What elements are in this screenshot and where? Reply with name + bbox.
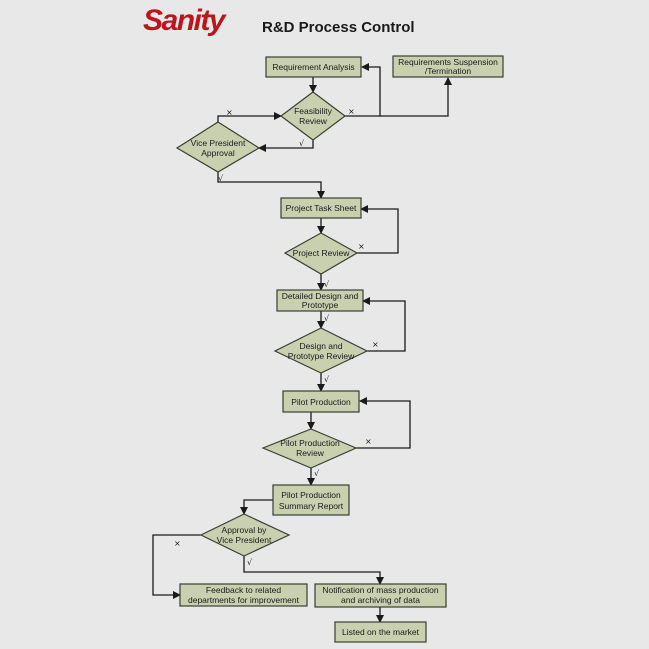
node-pilot-summary-report: Pilot Production Summary Report xyxy=(272,484,350,516)
node-requirements-suspension: Requirements Suspension /Termination xyxy=(392,55,504,78)
node-feedback-label-1: Feedback to related xyxy=(206,585,281,595)
node-pilot-production-review: Pilot Production Review xyxy=(261,428,358,469)
label-feasibility-pass: √ xyxy=(299,139,305,148)
node-design-prototype-review-label-1: Design and xyxy=(299,341,342,351)
node-requirements-suspension-label-2: /Termination xyxy=(425,66,472,76)
node-project-task-sheet-label: Project Task Sheet xyxy=(286,203,357,213)
node-feedback-label-2: departments for improvement xyxy=(188,595,300,605)
label-feasibility-fail: × xyxy=(348,107,355,116)
connector-project-review-loop xyxy=(357,205,399,254)
node-design-prototype-review: Design and Prototype Review xyxy=(273,327,369,374)
node-detailed-design-label-1: Detailed Design and xyxy=(282,291,359,301)
node-listed-on-market-label: Listed on the market xyxy=(342,627,420,637)
label-pilot-review-pass: √ xyxy=(314,469,320,478)
node-requirement-analysis-label: Requirement Analysis xyxy=(272,62,354,72)
label-approval-fail: × xyxy=(174,539,181,548)
node-vice-president-approval-label-2: Approval xyxy=(201,148,235,158)
node-requirements-suspension-label-1: Requirements Suspension xyxy=(398,57,498,67)
connector-vp-to-tasksheet xyxy=(217,172,325,199)
label-pilot-review-fail: × xyxy=(365,437,372,446)
node-listed-on-market: Listed on the market xyxy=(334,621,427,643)
page-title: R&D Process Control xyxy=(262,19,415,36)
node-pilot-production-label: Pilot Production xyxy=(291,397,351,407)
node-detailed-design-label-2: Prototype xyxy=(302,300,339,310)
node-notification-label-1: Notification of mass production xyxy=(322,585,438,595)
label-vp-fail: × xyxy=(226,108,233,117)
node-vice-president-approval-label-1: Vice President xyxy=(191,138,246,148)
connector-labels: × √ × √ × √ × √ √ × √ × √ xyxy=(174,107,379,567)
label-approval-pass: √ xyxy=(247,558,253,567)
label-project-review-fail: × xyxy=(358,242,365,251)
connector-approval-to-feedback xyxy=(152,534,201,599)
node-feedback: Feedback to related departments for impr… xyxy=(179,583,308,607)
node-pilot-summary-report-label-1: Pilot Production xyxy=(281,490,341,500)
node-project-review: Project Review xyxy=(283,232,359,275)
connector-feasibility-to-suspension xyxy=(345,77,452,117)
node-feasibility-review-label-1: Feasibility xyxy=(294,106,333,116)
node-pilot-production-review-label-1: Pilot Production xyxy=(280,438,340,448)
node-project-review-label: Project Review xyxy=(293,248,351,258)
connector-pilot-review-loop xyxy=(356,397,411,449)
label-design-review-fail: × xyxy=(372,340,379,349)
node-approval-by-vp-label-1: Approval by xyxy=(222,525,268,535)
node-design-prototype-review-label-2: Prototype Review xyxy=(288,351,355,361)
connectors xyxy=(152,63,452,623)
node-notification: Notification of mass production and arch… xyxy=(314,583,447,608)
node-pilot-summary-report-label-2: Summary Report xyxy=(279,501,344,511)
label-design-review-pass: √ xyxy=(324,314,330,323)
connector-summary-to-approval xyxy=(240,499,273,515)
node-requirement-analysis: Requirement Analysis xyxy=(265,56,362,78)
node-pilot-production: Pilot Production xyxy=(282,390,360,413)
connector-feasibility-back-to-req xyxy=(361,63,381,116)
node-approval-by-vp-label-2: Vice President xyxy=(217,535,272,545)
label-design-review-pass-2: √ xyxy=(324,375,330,384)
label-project-review-pass: √ xyxy=(324,280,330,289)
node-approval-by-vp: Approval by Vice President xyxy=(199,513,291,557)
node-project-task-sheet: Project Task Sheet xyxy=(280,197,362,219)
node-notification-label-2: and archiving of data xyxy=(341,595,420,605)
node-detailed-design: Detailed Design and Prototype xyxy=(276,289,364,312)
connector-vp-to-feasibility xyxy=(217,112,282,122)
connector-design-review-loop xyxy=(362,297,406,352)
node-vice-president-approval: Vice President Approval xyxy=(175,121,261,173)
node-pilot-production-review-label-2: Review xyxy=(296,448,325,458)
sanity-logo: Sanity xyxy=(143,4,226,37)
label-vp-pass: √ xyxy=(218,174,224,183)
node-feasibility-review-label-2: Review xyxy=(299,116,328,126)
connector-feasibility-to-vp xyxy=(258,140,314,152)
node-feasibility-review: Feasibility Review xyxy=(280,91,346,141)
connector-approval-to-notification xyxy=(243,556,384,585)
